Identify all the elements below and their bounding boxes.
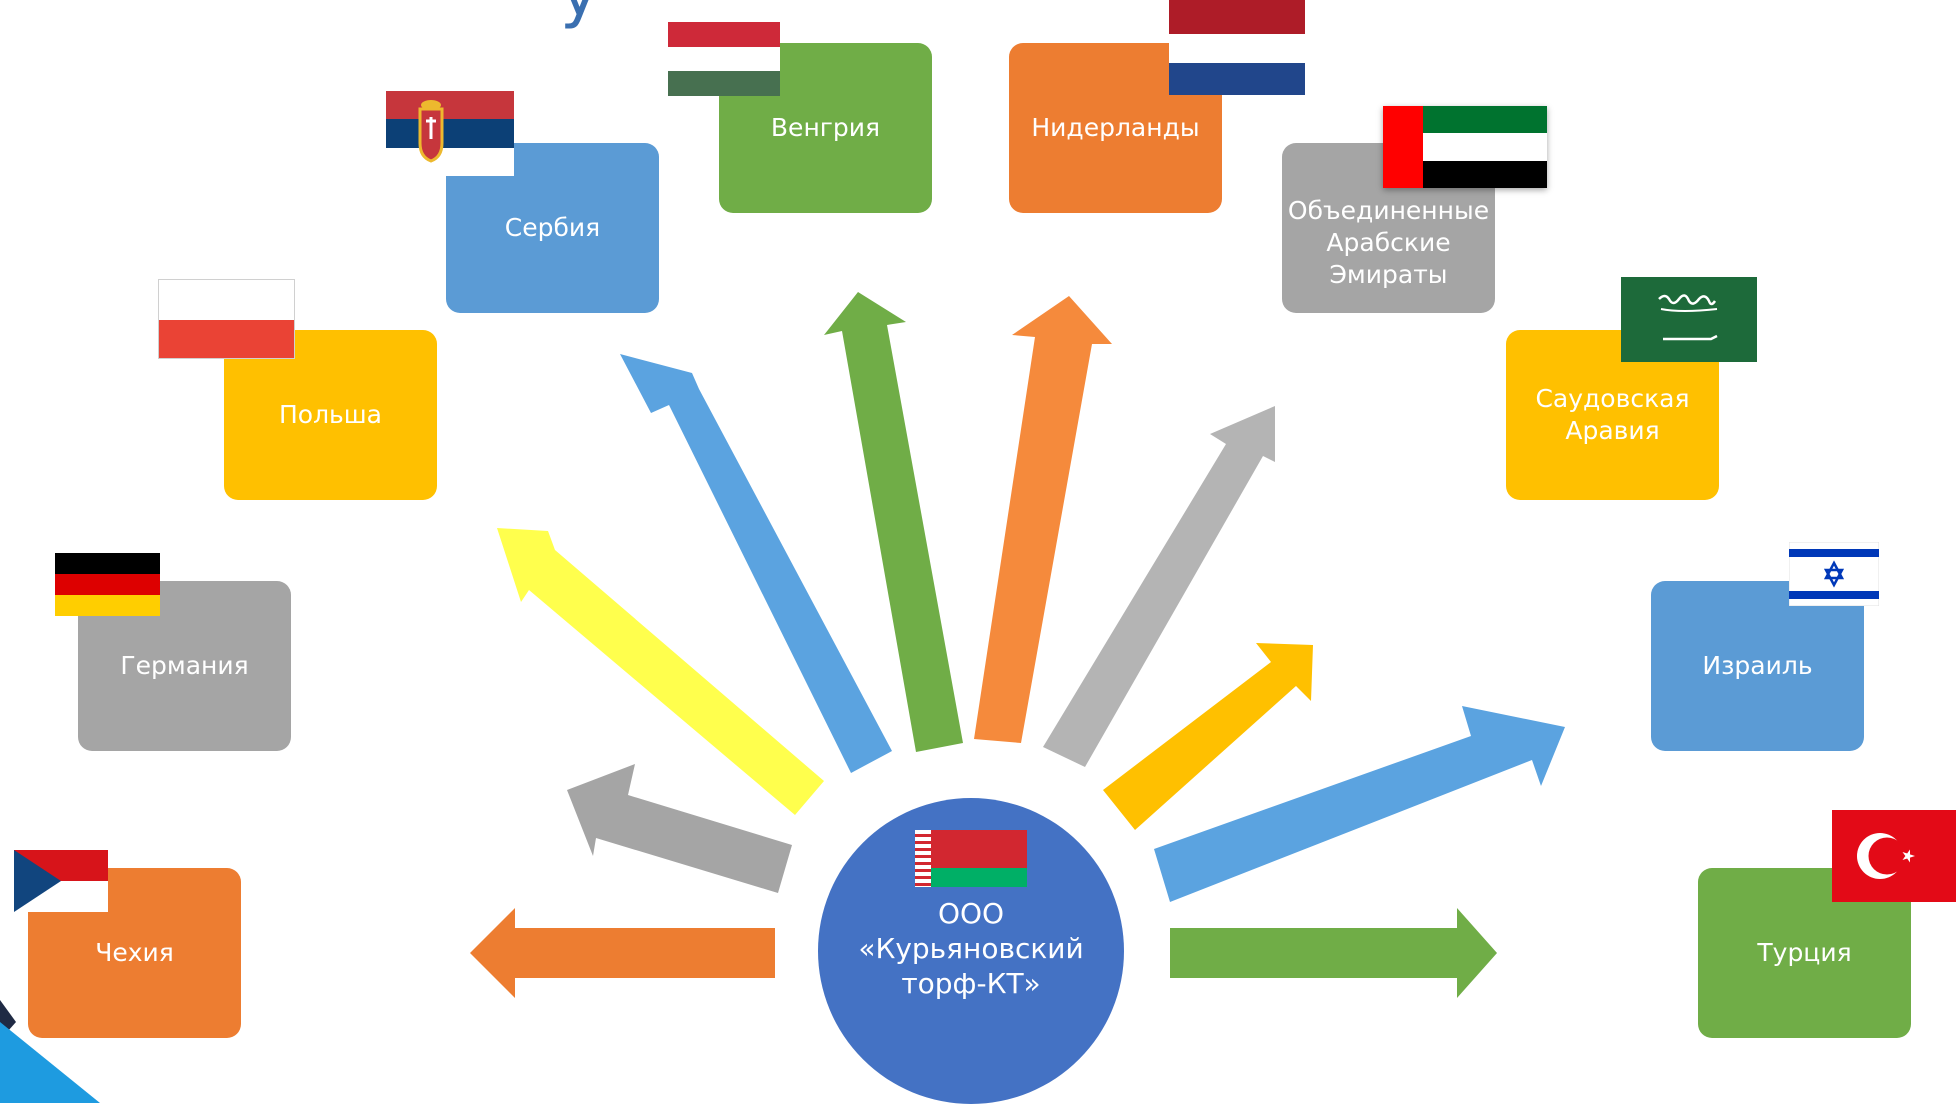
arrow-to-serbia [620, 354, 892, 773]
uae-flag-icon [1383, 106, 1547, 188]
arrow-to-uae [1043, 406, 1275, 767]
country-label-line: Саудовская [1535, 384, 1690, 413]
country-label: Израиль [1702, 651, 1813, 680]
title-fragment: у [560, 0, 599, 31]
netherlands-flag-icon [1169, 0, 1305, 95]
company-name-line1: ООО [937, 897, 1005, 930]
country-label: Сербия [504, 213, 601, 242]
country-label-line: Арабские [1326, 228, 1451, 257]
israel-flag-icon [1789, 542, 1879, 606]
arrow-to-czech [470, 908, 775, 998]
corner-decoration [0, 1000, 100, 1103]
company-name-line2: «Курьяновский [858, 932, 1084, 965]
serbia-flag-icon [386, 91, 514, 176]
turkey-flag-icon [1832, 810, 1956, 902]
hungary-flag-icon [668, 22, 780, 96]
company-name-line3: торф-КТ» [901, 967, 1041, 1000]
country-label-line: Аравия [1565, 416, 1660, 445]
arrow-to-netherlands [974, 296, 1112, 743]
saudi-flag-icon [1621, 277, 1757, 362]
country-label-line: Эмираты [1329, 260, 1448, 289]
country-label: Нидерланды [1031, 113, 1200, 142]
arrow-to-germany [567, 764, 792, 893]
belarus-flag-icon [915, 830, 1027, 887]
germany-flag-icon [55, 553, 160, 616]
arrow-to-poland [497, 528, 824, 815]
czech-flag-icon [14, 850, 108, 912]
arrow-to-hungary [824, 292, 963, 752]
company-name: ООО «Курьяновский торф-КТ» [818, 896, 1124, 1001]
country-box-israel: Израиль [1651, 581, 1864, 751]
country-label: Венгрия [770, 113, 881, 142]
country-label: Германия [120, 651, 249, 680]
country-label: Чехия [95, 938, 174, 967]
country-label: Польша [278, 400, 382, 429]
arrow-to-turkey [1170, 908, 1497, 998]
arrow-to-saudi [1103, 643, 1313, 830]
arrow-to-israel [1154, 706, 1565, 902]
country-label-line: Объединенные [1287, 196, 1490, 225]
poland-flag-icon [158, 279, 295, 359]
country-box-saudi: Саудовская Аравия [1506, 330, 1719, 500]
country-label: Турция [1757, 938, 1852, 967]
